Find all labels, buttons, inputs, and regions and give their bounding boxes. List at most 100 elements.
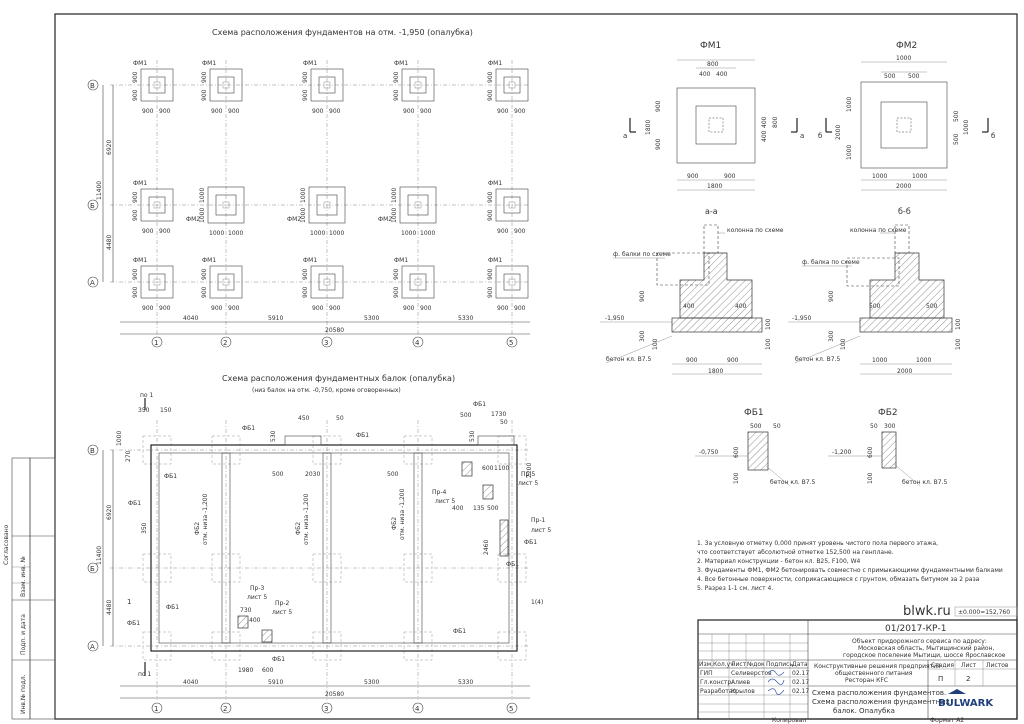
footing-label: ФМ1 xyxy=(133,180,147,187)
beam-fb2-c: ФБ2 xyxy=(391,517,398,530)
footing-dim: 900 xyxy=(514,108,526,115)
footing-under-beam xyxy=(403,553,433,583)
footing-under-beam xyxy=(142,553,172,583)
dim2-x-3: 5300 xyxy=(364,679,379,686)
footing-dim: 900 xyxy=(201,268,208,280)
axis-B: Б xyxy=(90,202,95,210)
fm1-side-900a: 900 xyxy=(655,100,662,112)
opening-pr3: Пр-3 xyxy=(250,585,264,592)
fm2-column xyxy=(896,117,912,133)
dim-y-1: 6920 xyxy=(106,140,113,155)
signature-2 xyxy=(767,688,785,695)
hdr-izm: Изм. xyxy=(699,661,713,668)
name-1: Алиев xyxy=(731,679,751,686)
footing-dim: 1000 xyxy=(300,208,307,223)
hdr-sign: Подпись xyxy=(766,661,793,668)
company-name: BULWARK xyxy=(938,698,994,709)
fm2-right-500a: 500 xyxy=(953,110,960,122)
footing-dim: 1000 xyxy=(329,230,344,237)
d2-135: 135 xyxy=(473,505,485,512)
opening-pr5: Пр-5 xyxy=(521,471,535,478)
note-4: 4. Все бетонные поверхности, соприкасающ… xyxy=(697,576,980,583)
footing-dim: 900 xyxy=(487,71,494,83)
plan2-beams: Схема расположения фундаментных балок (о… xyxy=(87,374,551,714)
fm2-side-2000: 2000 xyxy=(835,125,842,140)
fb1-d500: 500 xyxy=(750,423,762,430)
beam-fb2-a: ФБ2 xyxy=(194,522,201,535)
fm2-cut-right: б xyxy=(991,132,995,140)
beam-label-top-1: ФБ1 xyxy=(242,425,255,432)
footing-dim: 900 xyxy=(228,305,240,312)
plan1-title: Схема расположения фундаментов на отм. -… xyxy=(212,28,473,37)
fm2-right-500b: 500 xyxy=(953,133,960,145)
footing-label: ФМ2 xyxy=(186,216,200,223)
fb2-title: ФБ2 xyxy=(878,408,898,418)
dim-x-1: 4040 xyxy=(183,315,198,322)
footing-label: ФМ1 xyxy=(488,257,502,264)
footing-dim: 900 xyxy=(132,268,139,280)
footing-dim: 900 xyxy=(159,108,171,115)
object-0: Объект придорожного сервиса по адресу: xyxy=(852,638,987,645)
fm1-right-400b: 400 xyxy=(761,130,768,142)
footing-dim: 900 xyxy=(142,305,154,312)
dim2-y-2: 4480 xyxy=(106,600,113,615)
opening-pr4-sheet: лист 5 xyxy=(435,498,455,505)
fb2-d50: 50 xyxy=(870,423,878,430)
footing-under-beam xyxy=(497,553,527,583)
fb2-d300: 300 xyxy=(884,423,896,430)
footing-dim: 900 xyxy=(497,305,509,312)
sec-b-d900-v: 900 xyxy=(828,290,835,302)
fb2-level: -1,200 xyxy=(832,449,852,456)
footing-dim: 900 xyxy=(132,89,139,101)
plan1-axis-grid xyxy=(110,60,530,335)
cut-mark-left: 1 xyxy=(127,598,131,606)
footing-label: ФМ1 xyxy=(303,257,317,264)
footing-label: ФМ1 xyxy=(394,60,408,67)
fb1-concrete: бетон кл. В7.5 xyxy=(770,479,816,486)
fm2-d2000: 2000 xyxy=(896,183,911,190)
footing-dim: 900 xyxy=(487,191,494,203)
fm1-d900-b1: 900 xyxy=(687,173,699,180)
fm2-d1000-b1: 1000 xyxy=(872,173,887,180)
sec-a-concrete: бетон кл. В7.5 xyxy=(606,356,652,363)
dim2-y-total: 11400 xyxy=(96,546,103,565)
footing-dim: 900 xyxy=(487,209,494,221)
plan2-title: Схема расположения фундаментных балок (о… xyxy=(222,374,455,383)
footing-under-beam xyxy=(312,631,342,661)
footing-dim: 900 xyxy=(514,228,526,235)
d2-500d: 500 xyxy=(487,505,499,512)
title-2: балок. Опалубка xyxy=(833,707,895,715)
solution-2: Ресторан КFC xyxy=(845,677,888,684)
footing-dim: 900 xyxy=(403,108,415,115)
footing-dim: 900 xyxy=(312,305,324,312)
axis-5: 5 xyxy=(509,339,513,347)
fm1-d400-l: 400 xyxy=(699,71,711,78)
copied-label: Копировал xyxy=(772,717,806,724)
cut-label-top: по 1 xyxy=(140,392,154,399)
fm1-title: ФМ1 xyxy=(700,41,721,51)
footing-dim: 900 xyxy=(159,228,171,235)
footing-dim: 900 xyxy=(403,305,415,312)
footing-dim: 900 xyxy=(211,108,223,115)
sheets-h: Листов xyxy=(986,662,1009,669)
footing-under-beam xyxy=(497,435,527,465)
sec-b-title: б-б xyxy=(898,207,911,216)
sheet-frame xyxy=(54,13,1018,720)
d2-500b: 500 xyxy=(272,471,284,478)
sec-a-d1800: 1800 xyxy=(708,368,723,375)
beam-label-left-3: ФБ1 xyxy=(127,620,140,627)
footing-dim: 900 xyxy=(302,286,309,298)
fm2-d1000-b2: 1000 xyxy=(912,173,927,180)
footing-under-beam xyxy=(142,435,172,465)
d2-2030: 2030 xyxy=(305,471,320,478)
d2-530a: 530 xyxy=(270,430,277,442)
d2-1000: 1000 xyxy=(116,431,123,446)
opening-pr1: Пр-1 xyxy=(531,517,545,524)
sec-b-d100-r2: 100 xyxy=(955,338,962,350)
